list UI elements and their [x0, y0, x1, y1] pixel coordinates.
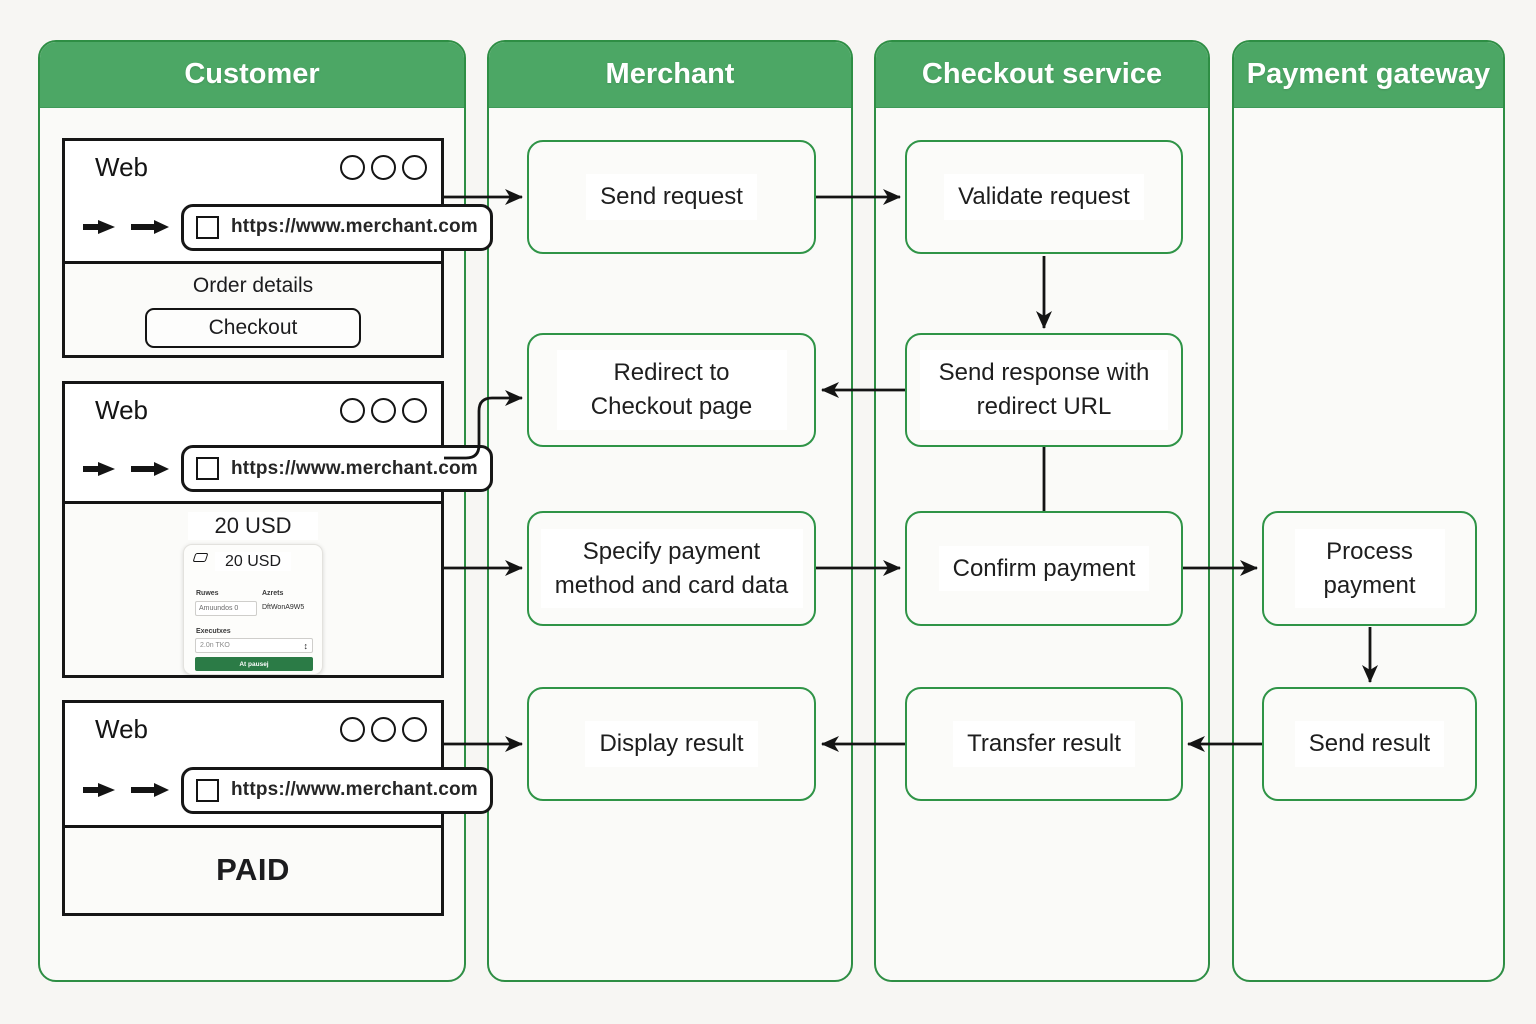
browser-titlebar: Web — [65, 384, 441, 436]
node-send-result: Send result — [1262, 687, 1477, 801]
node-specify-payment: Specify payment method and card data — [527, 511, 816, 626]
window-control-circle[interactable] — [402, 397, 427, 423]
window-control-circle[interactable] — [371, 716, 396, 742]
node-confirm-payment-label: Confirm payment — [938, 545, 1150, 592]
checkout-button[interactable]: Checkout — [144, 308, 362, 348]
url-bar[interactable]: https://www.merchant.com — [181, 445, 493, 493]
lane-customer-header: Customer — [40, 42, 464, 108]
card-number-label: Ruwes — [196, 590, 219, 597]
node-specify-payment-label: Specify payment method and card data — [540, 528, 803, 609]
window-control-circle[interactable] — [371, 154, 396, 180]
forward-arrow-icon[interactable] — [129, 773, 171, 807]
page-icon — [196, 215, 219, 239]
window-controls — [340, 154, 427, 180]
expiry-label: Executxes — [196, 628, 231, 635]
node-validate-request: Validate request — [905, 140, 1183, 254]
order-details-heading: Order details — [192, 274, 314, 297]
form-amount: 20 USD — [184, 552, 322, 571]
url-bar[interactable]: https://www.merchant.com — [181, 766, 493, 814]
url-text: https://www.merchant.com — [231, 457, 478, 479]
browser-title: Web — [95, 394, 148, 425]
blank-tab — [194, 714, 252, 744]
browser-window-paid: Web https://www.merchant.com PAID — [62, 700, 493, 916]
node-process-payment-label: Process payment — [1294, 528, 1445, 609]
browser-title: Web — [95, 151, 148, 182]
window-control-circle[interactable] — [340, 397, 365, 423]
lane-merchant-title: Merchant — [605, 58, 735, 90]
divider — [65, 825, 441, 828]
node-transfer-result-label: Transfer result — [953, 721, 1135, 767]
stepper-icon[interactable]: ↕ — [303, 640, 309, 651]
window-controls — [340, 716, 427, 742]
node-confirm-payment: Confirm payment — [905, 511, 1183, 626]
order-page: Order details Checkout — [65, 264, 441, 355]
node-process-payment: Process payment — [1262, 511, 1477, 626]
lane-payment-gateway-title: Payment gateway — [1246, 58, 1491, 90]
node-display-result-label: Display result — [585, 721, 758, 767]
blank-tab — [194, 395, 252, 426]
node-display-result: Display result — [527, 687, 816, 801]
node-redirect-checkout-page-label: Redirect to Checkout page — [556, 350, 787, 430]
window-control-circle[interactable] — [340, 716, 365, 742]
window-control-circle[interactable] — [371, 397, 396, 423]
node-validate-request-label: Validate request — [944, 174, 1144, 220]
back-arrow-icon[interactable] — [81, 452, 123, 486]
page-icon — [196, 457, 219, 481]
url-text: https://www.merchant.com — [231, 216, 478, 237]
lane-checkout-service-title: Checkout service — [921, 58, 1163, 90]
url-text: https://www.merchant.com — [231, 779, 478, 800]
browser-title: Web — [95, 713, 148, 744]
back-arrow-icon[interactable] — [81, 773, 123, 807]
url-bar[interactable]: https://www.merchant.com — [181, 203, 493, 251]
pay-submit-button[interactable]: At pausej — [195, 657, 313, 671]
divider — [65, 501, 441, 504]
lane-customer-title: Customer — [184, 58, 320, 90]
browser-titlebar: Web — [65, 141, 441, 193]
window-control-circle[interactable] — [340, 154, 365, 180]
node-send-response: Send response with redirect URL — [905, 333, 1183, 447]
node-send-response-label: Send response with redirect URL — [920, 350, 1168, 430]
paid-page: PAID — [65, 828, 441, 913]
browser-window-order: Web https://www.merchant.com Order detai… — [62, 138, 493, 358]
payment-form-card: 20 USD Ruwes Azrets Amuundos 0 DftWonA9W… — [183, 544, 323, 675]
browser-window-checkout: Web https://www.merchant.com 20 USD — [62, 381, 493, 678]
back-arrow-icon[interactable] — [81, 210, 123, 244]
assets-label: Azrets — [262, 590, 284, 597]
forward-arrow-icon[interactable] — [129, 210, 171, 244]
forward-arrow-icon[interactable] — [129, 452, 171, 486]
amount-title: 20 USD — [188, 512, 318, 540]
assets-value: DftWonA9W5 — [262, 604, 305, 611]
window-control-circle[interactable] — [402, 716, 427, 742]
node-redirect-checkout-page: Redirect to Checkout page — [527, 333, 816, 447]
window-control-circle[interactable] — [402, 154, 427, 180]
expiry-input[interactable]: 2.0n TKO ↕ — [195, 638, 313, 653]
lane-checkout-service-header: Checkout service — [876, 42, 1208, 108]
page-icon — [196, 778, 219, 802]
card-number-input[interactable]: Amuundos 0 — [195, 601, 257, 616]
node-send-result-label: Send result — [1294, 721, 1445, 767]
browser-navbar: https://www.merchant.com — [65, 755, 493, 825]
lane-merchant-header: Merchant — [489, 42, 851, 108]
node-send-request: Send request — [527, 140, 816, 254]
lane-payment-gateway-header: Payment gateway — [1234, 42, 1503, 108]
paid-status: PAID — [216, 852, 290, 887]
browser-navbar: https://www.merchant.com — [65, 436, 493, 501]
window-controls — [340, 397, 427, 423]
node-transfer-result: Transfer result — [905, 687, 1183, 801]
browser-navbar: https://www.merchant.com — [65, 193, 493, 261]
node-send-request-label: Send request — [586, 174, 757, 220]
divider — [65, 261, 441, 264]
blank-tab — [194, 152, 252, 182]
browser-titlebar: Web — [65, 703, 441, 755]
checkout-page: 20 USD 20 USD Ruwes Azrets Amuundos 0 Df… — [65, 504, 441, 675]
